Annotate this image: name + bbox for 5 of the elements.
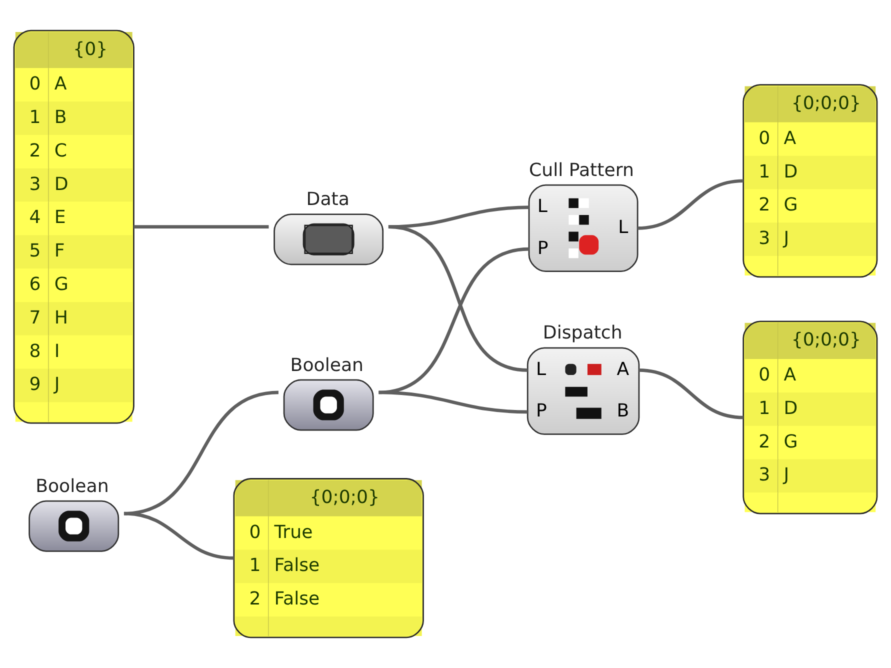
node-label: Cull Pattern <box>529 160 634 181</box>
node-label: Boolean <box>36 476 109 497</box>
node-label: Dispatch <box>542 322 622 344</box>
node-label: Boolean <box>290 354 364 376</box>
node-label: Data <box>306 189 350 210</box>
